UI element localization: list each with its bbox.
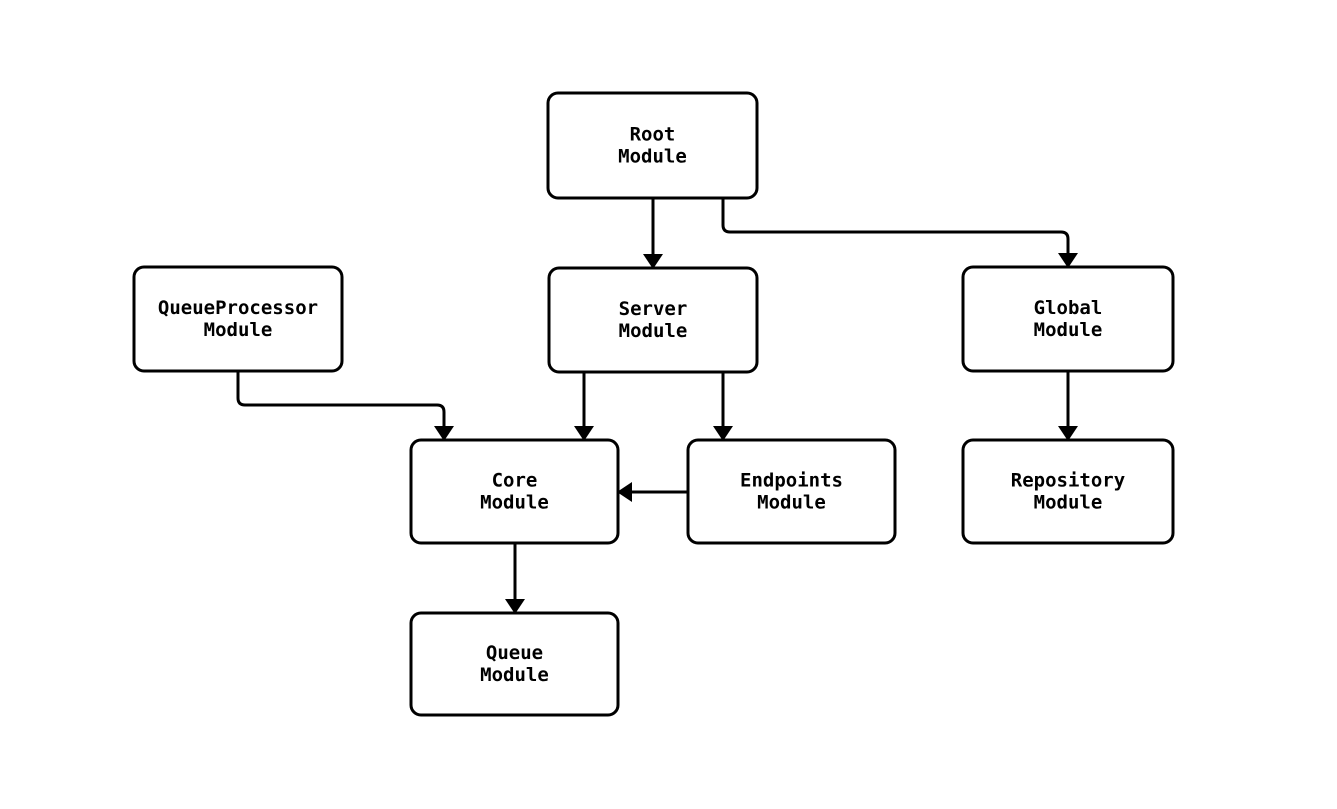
node-core-box: [409, 438, 620, 545]
node-global-box: [961, 265, 1175, 373]
node-repository-box: [961, 438, 1175, 545]
node-queue-box: [409, 611, 620, 717]
node-root-box: [546, 91, 759, 200]
node-server-box: [547, 266, 759, 374]
edge-queueprocessor-to-core: [236, 371, 454, 441]
node-endpoints-box: [686, 438, 897, 545]
node-queueprocessor-box: [132, 265, 344, 373]
edge-root-to-global: [721, 198, 1078, 268]
